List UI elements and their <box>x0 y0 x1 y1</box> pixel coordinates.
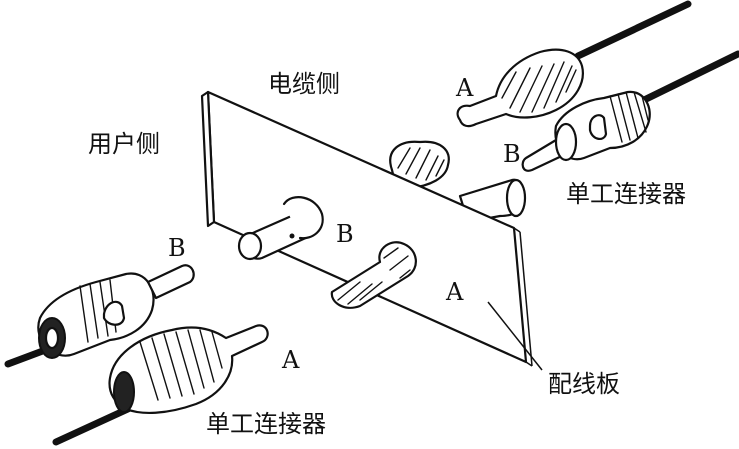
label-a-panel: A <box>445 278 464 306</box>
cable-side-label: 电缆侧 <box>268 70 340 98</box>
label-b-panel: B <box>336 220 354 248</box>
front-adapter-sc <box>330 241 417 309</box>
simplex-connector-bottom-label: 单工连接器 <box>206 410 326 438</box>
patch-panel <box>200 90 533 367</box>
simplex-connector-a-top <box>456 0 692 128</box>
label-b-left: B <box>168 234 186 262</box>
simplex-connector-a-bottom <box>52 324 269 446</box>
front-adapter-st <box>237 196 324 261</box>
simplex-connector-b-top <box>521 50 739 172</box>
user-side-label: 用户侧 <box>88 130 160 158</box>
simplex-connector-b-left <box>4 264 195 368</box>
simplex-connector-top-label: 单工连接器 <box>566 180 686 208</box>
patch-panel-label: 配线板 <box>548 370 620 398</box>
label-a-bottom: A <box>281 346 300 374</box>
label-b-top: B <box>503 140 521 168</box>
patch-panel-leader-line <box>487 301 543 371</box>
label-a-top: A <box>455 74 474 102</box>
